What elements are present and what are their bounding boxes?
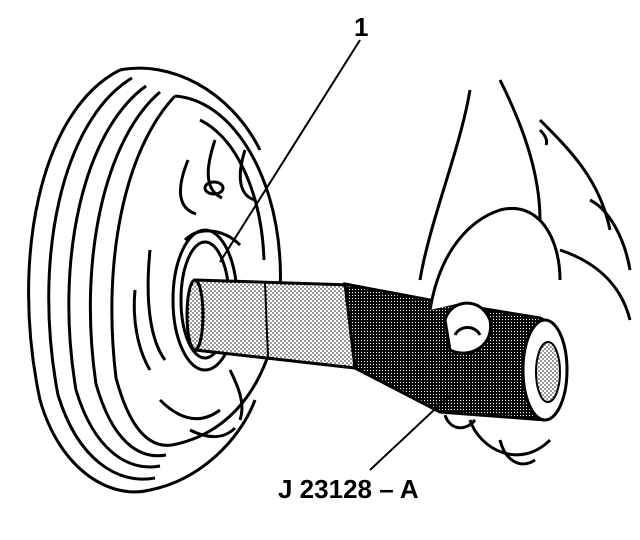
leader-line-tool xyxy=(369,394,451,471)
callout-number-1: 1 xyxy=(354,12,368,42)
tool-label: J 23128 – A xyxy=(278,474,419,504)
hand xyxy=(418,79,632,466)
leader-line-1 xyxy=(219,39,361,263)
pulley-wheel xyxy=(27,66,262,494)
